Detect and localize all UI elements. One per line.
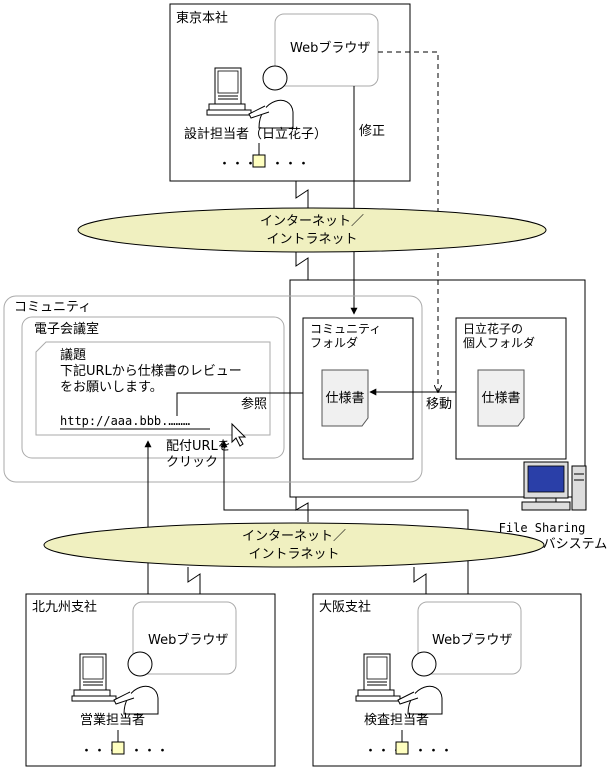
community-folder-line2: フォルダ xyxy=(310,335,358,350)
osaka-dots-left: ・・・ xyxy=(364,744,403,759)
community-area: コミュニティ 電子会議室 議題 下記URLから仕様書のレビュー をお願いします。… xyxy=(3,295,423,483)
click-label-line2: クリック xyxy=(166,455,218,470)
personal-folder-line1: 日立花子の xyxy=(463,321,523,336)
edit-label: 修正 xyxy=(359,124,385,139)
tokyo-dots-right: ・・・ xyxy=(271,157,310,172)
osaka-dots-right: ・・・ xyxy=(414,744,453,759)
topic-post xyxy=(35,341,271,436)
osaka-browser-label: Webブラウザ xyxy=(432,632,512,648)
topic-url-link[interactable]: http://aaa.bbb.……… xyxy=(60,414,190,428)
topic-line2: をお願いします。 xyxy=(60,380,163,395)
osaka-arrow xyxy=(220,440,469,598)
kitakyushu-person-label: 営業担当者 xyxy=(80,712,145,728)
tokyo-person-label: 設計担当者（日立花子） xyxy=(184,126,327,142)
kitakyushu-dots-right: ・・・ xyxy=(130,744,169,759)
osaka-office: 大阪支社 Webブラウザ 検査担当者 ・・・ ・・・ xyxy=(312,593,582,767)
internet-top-line2: イントラネット xyxy=(266,232,357,247)
move-label: 移動 xyxy=(426,397,452,412)
move-dashed-arrow xyxy=(378,51,438,392)
osaka-browser-window xyxy=(417,601,522,675)
tokyo-browser-window xyxy=(274,13,379,87)
internet-bottom: インターネット／ イントラネット xyxy=(43,522,545,568)
tokyo-browser-label: Webブラウザ xyxy=(290,40,370,56)
community-folder: コミュニティ フォルダ 仕様書 xyxy=(302,317,414,460)
kitakyushu-office: 北九州支社 Webブラウザ 営業担当者 ・・・ ・・・ xyxy=(25,593,276,767)
meeting-room-box xyxy=(21,316,285,459)
kitakyushu-dots-left: ・・・ xyxy=(80,744,119,759)
meeting-room-label: 電子会議室 xyxy=(34,321,99,337)
cursor-icon xyxy=(231,422,247,447)
personal-doc-label: 仕様書 xyxy=(481,391,520,406)
internet-bottom-line2: イントラネット xyxy=(248,547,339,562)
tokyo-office: 東京本社 Webブラウザ 設計担当者（日立花子） ・・・ ・・・ xyxy=(169,3,411,182)
reference-arrow xyxy=(176,389,323,416)
personal-folder: 日立花子の 個人フォルダ 仕様書 xyxy=(455,317,567,460)
kitakyushu-browser-window xyxy=(132,601,237,675)
click-label-line1: 配付URLを xyxy=(166,439,231,454)
community-folder-line1: コミュニティ xyxy=(310,322,381,336)
osaka-office-label: 大阪支社 xyxy=(319,599,371,615)
community-label: コミュニティ xyxy=(14,300,91,315)
tokyo-office-label: 東京本社 xyxy=(176,10,228,26)
community-doc-label: 仕様書 xyxy=(325,391,364,406)
osaka-person-label: 検査担当者 xyxy=(364,713,429,728)
internet-top: インターネット／ イントラネット xyxy=(77,207,547,253)
tokyo-dots-left: ・・・ xyxy=(218,157,257,172)
topic-line1: 下記URLから仕様書のレビュー xyxy=(60,363,242,379)
server-label-line1: File Sharing xyxy=(499,521,586,535)
server-box xyxy=(289,279,586,498)
internet-bottom-line1: インターネット／ xyxy=(242,529,346,544)
kitakyushu-browser-label: Webブラウザ xyxy=(148,632,228,648)
reference-label: 参照 xyxy=(241,396,267,412)
internet-top-line1: インターネット／ xyxy=(260,214,364,229)
kitakyushu-office-label: 北九州支社 xyxy=(32,599,97,615)
server-computer-icon xyxy=(521,461,587,511)
topic-title: 議題 xyxy=(60,348,86,363)
personal-folder-line2: 個人フォルダ xyxy=(463,335,535,350)
